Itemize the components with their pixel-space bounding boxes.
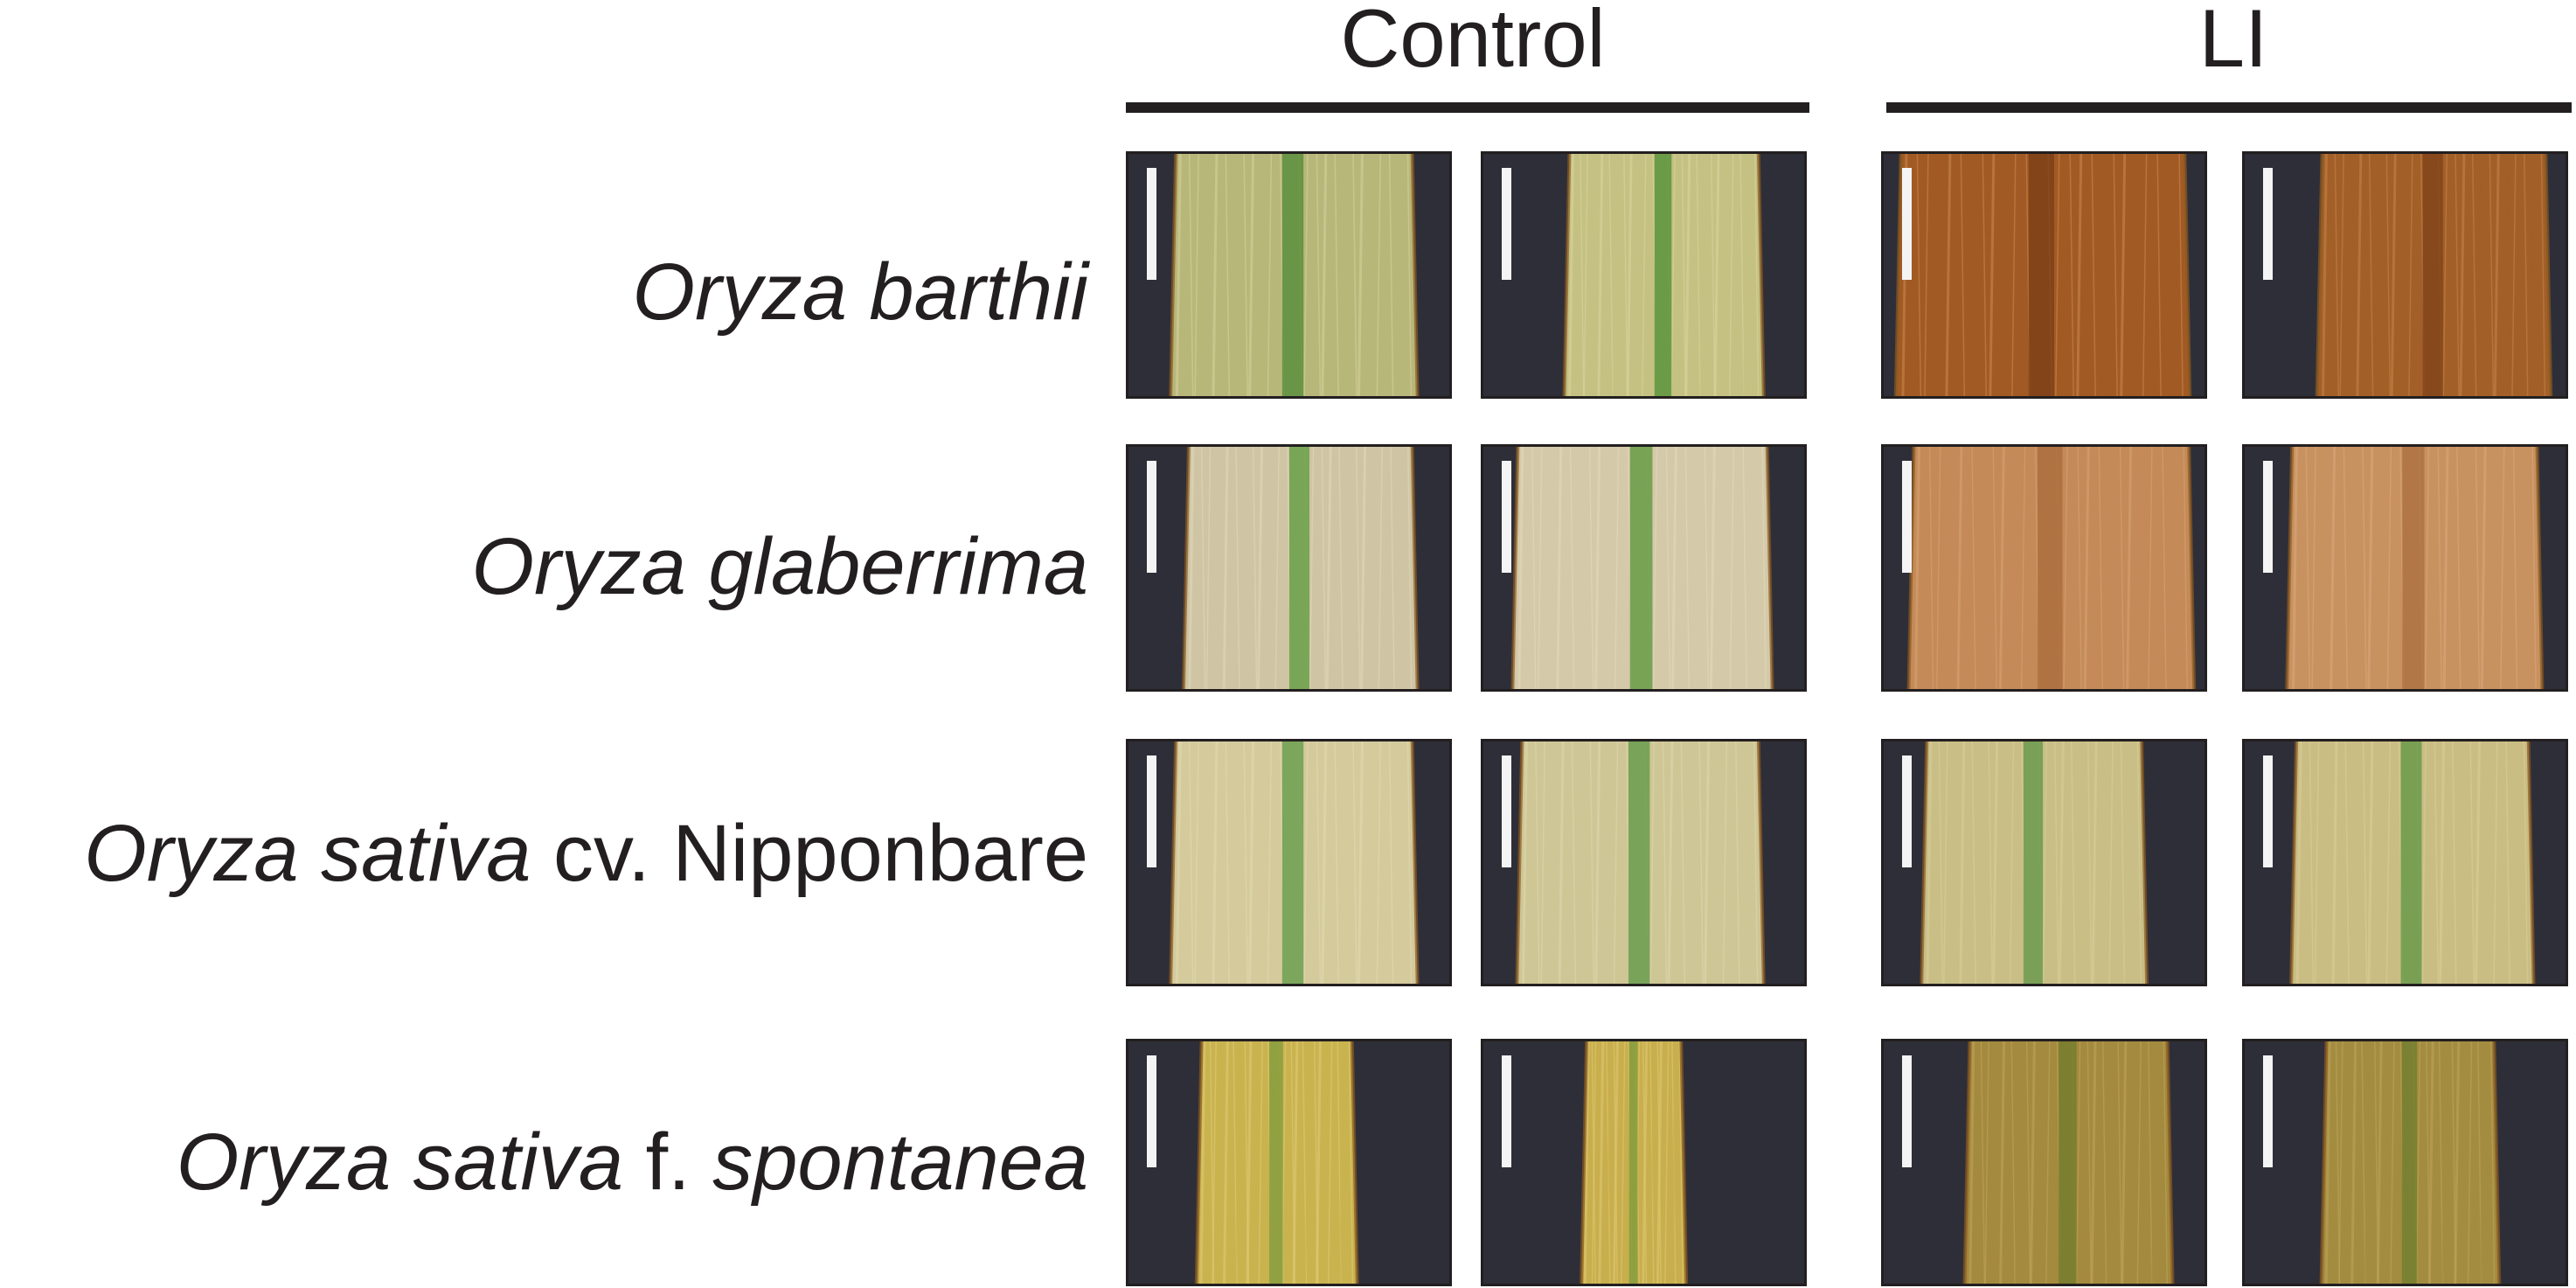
row-label-spontanea: Oryza sativa f. spontanea [177, 1118, 1088, 1206]
leaf-photo [1126, 739, 1452, 986]
label-suffix: f. [623, 1117, 713, 1207]
scale-bar [1902, 461, 1912, 573]
leaf-photo [1881, 444, 2207, 692]
scale-bar [2263, 1055, 2273, 1167]
leaf-photo [1481, 1039, 1807, 1286]
scale-bar [2263, 168, 2273, 280]
leaf-photo [2242, 1039, 2568, 1286]
scale-bar [1902, 1055, 1912, 1167]
leaf-photo [1126, 444, 1452, 692]
species-name: Oryza glaberrima [471, 522, 1088, 611]
scale-bar [1902, 168, 1912, 280]
species-name: Oryza sativa [176, 1117, 624, 1207]
species-name: Oryza barthii [632, 247, 1089, 337]
row-label-nipponbare: Oryza sativa cv. Nipponbare [84, 810, 1088, 897]
scale-bar [2263, 755, 2273, 867]
row-label-glaberrima: Oryza glaberrima [471, 523, 1088, 610]
leaf-photo [1481, 151, 1807, 399]
species-name: Oryza sativa [84, 809, 531, 898]
scale-bar [1502, 755, 1511, 867]
scale-bar [1147, 168, 1156, 280]
group-title-li: LI [2198, 0, 2268, 84]
row-label-barthii: Oryza barthii [633, 248, 1089, 336]
leaf-photo [1481, 739, 1807, 986]
label-suffix: cv. Nipponbare [531, 809, 1088, 898]
leaf-photo [2242, 151, 2568, 399]
scale-bar [1902, 755, 1912, 867]
leaf-photo [1881, 151, 2207, 399]
scale-bar [1502, 461, 1511, 573]
label-suffix-italic: spontanea [712, 1117, 1088, 1207]
leaf-photo [2242, 444, 2568, 692]
scale-bar [1502, 1055, 1511, 1167]
leaf-photo [2242, 739, 2568, 986]
scale-bar [1502, 168, 1511, 280]
scale-bar [2263, 461, 2273, 573]
scale-bar [1147, 461, 1156, 573]
group-rule-control [1126, 102, 1809, 113]
leaf-photo [1126, 1039, 1452, 1286]
group-rule-li [1886, 102, 2572, 113]
leaf-photo [1881, 739, 2207, 986]
leaf-photo [1881, 1039, 2207, 1286]
scale-bar [1147, 1055, 1156, 1167]
scale-bar [1147, 755, 1156, 867]
leaf-photo [1481, 444, 1807, 692]
leaf-photo [1126, 151, 1452, 399]
group-title-control: Control [1340, 0, 1606, 84]
